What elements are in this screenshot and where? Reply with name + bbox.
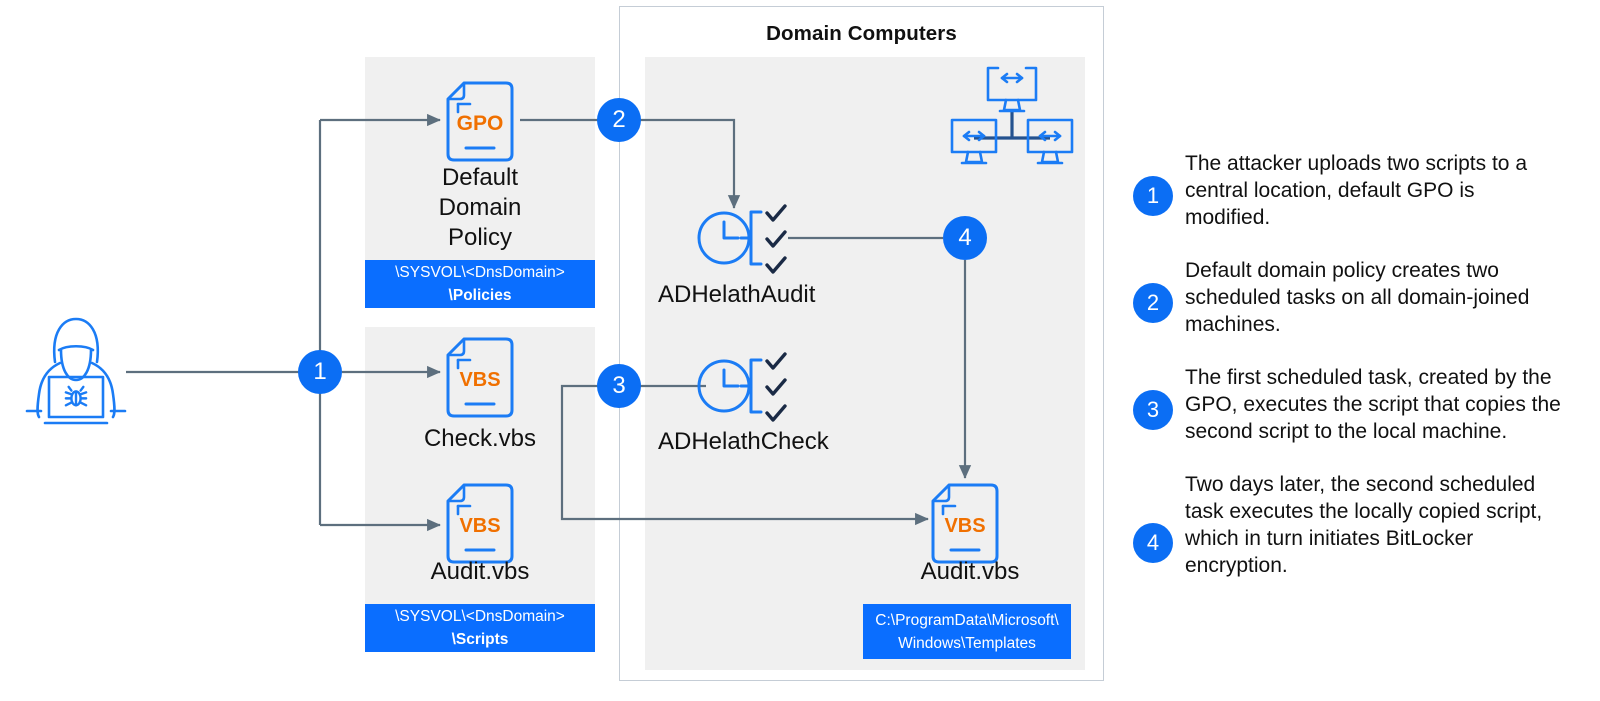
node-caption-adhelathaudit: ADHelathAudit [658,281,816,308]
legend-text-1: The attacker uploads two scripts to a ce… [1185,152,1527,229]
banner-policies-path: \SYSVOL\<DnsDomain> \Policies [365,260,595,308]
banner-scripts-line2: \Scripts [451,631,509,648]
legend-text-4: Two days later, the second scheduled tas… [1185,473,1543,577]
legend-text-3: The first scheduled task, created by the… [1185,366,1561,443]
legend-badge-1: 1 [1133,176,1173,216]
legend-item-1: 1 The attacker uploads two scripts to a … [1133,150,1573,231]
marker-2[interactable]: 2 [597,98,641,142]
legend-list: 1 The attacker uploads two scripts to a … [1133,150,1573,605]
legend-badge-2: 2 [1133,283,1173,323]
node-caption-local-audit-vbs: Audit.vbs [920,558,1020,585]
marker-3[interactable]: 3 [597,364,641,408]
node-caption-adhelathcheck: ADHelathCheck [658,428,829,455]
legend-item-4: 4 Two days later, the second scheduled t… [1133,471,1573,579]
node-caption-gpo: Default Domain Policy [438,164,522,251]
legend-item-2: 2 Default domain policy creates two sche… [1133,257,1573,338]
marker-1[interactable]: 1 [298,350,342,394]
banner-scripts-line1: \SYSVOL\<DnsDomain> [395,608,565,625]
domain-computers-title: Domain Computers [766,22,957,45]
node-caption-check-vbs: Check.vbs [423,425,537,452]
legend-item-3: 3 The first scheduled task, created by t… [1133,364,1573,445]
legend-badge-4: 4 [1133,523,1173,563]
marker-4[interactable]: 4 [943,216,987,260]
hacker-laptop-bug-icon [25,317,127,425]
banner-templates-line1: C:\ProgramData\Microsoft\ [875,611,1059,629]
banner-policies-line2: \Policies [448,287,512,304]
node-caption-audit-vbs: Audit.vbs [430,558,530,585]
banner-templates-line2: Windows\Templates [898,634,1036,652]
banner-templates-path: C:\ProgramData\Microsoft\ Windows\Templa… [863,604,1071,659]
banner-scripts-path: \SYSVOL\<DnsDomain> \Scripts [365,604,595,652]
legend-badge-3: 3 [1133,390,1173,430]
legend-text-2: Default domain policy creates two schedu… [1185,259,1530,336]
domain-computers-frame [619,6,1104,681]
banner-policies-line1: \SYSVOL\<DnsDomain> [395,264,565,281]
